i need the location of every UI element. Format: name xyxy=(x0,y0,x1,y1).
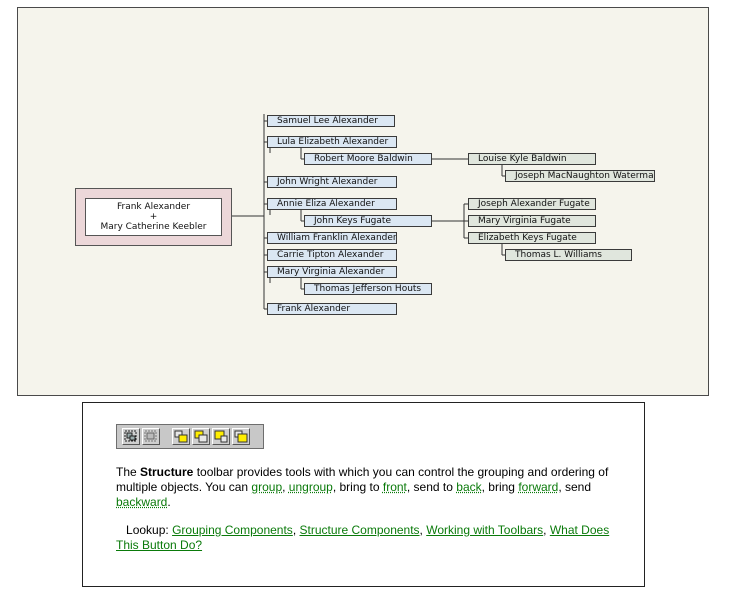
group-button[interactable] xyxy=(122,428,140,445)
backward-link[interactable]: backward xyxy=(116,495,168,509)
root-spouse-name: Mary Catherine Keebler xyxy=(100,222,207,232)
spouse-node[interactable]: Joseph MacNaughton Waterman xyxy=(505,170,655,182)
spouse-node[interactable]: Thomas Jefferson Houts xyxy=(304,283,432,295)
text-run: , bring xyxy=(481,480,519,494)
separator: , xyxy=(419,523,427,537)
person-node[interactable]: Louise Kyle Baldwin xyxy=(468,153,596,165)
text-run: , xyxy=(282,480,289,494)
chart-connectors xyxy=(232,114,505,310)
spouse-node[interactable]: Robert Moore Baldwin xyxy=(304,153,432,165)
front-link[interactable]: front xyxy=(382,480,407,494)
text-run: , bring to xyxy=(332,480,383,494)
lookup-link-what-does-this-button-do[interactable]: What Does This Button Do? xyxy=(116,523,610,552)
person-node[interactable]: Lula Elizabeth Alexander xyxy=(267,136,397,148)
bring-to-front-icon xyxy=(174,430,188,443)
text-run: . xyxy=(167,495,171,509)
lookup-paragraph: Lookup: Grouping Components, Structure C… xyxy=(116,523,616,553)
root-person-name: Frank Alexander xyxy=(116,202,191,212)
group-link[interactable]: group xyxy=(251,480,283,494)
text-run: The xyxy=(116,465,141,479)
toolbar-name: Structure xyxy=(140,465,194,479)
person-node[interactable]: Annie Eliza Alexander xyxy=(267,198,397,210)
ungroup-icon xyxy=(144,430,157,442)
forward-link[interactable]: forward xyxy=(518,480,559,494)
lookup-label: Lookup: xyxy=(126,523,173,537)
help-text: The Structure toolbar provides tools wit… xyxy=(116,465,616,553)
lookup-link-working-with-toolbars[interactable]: Working with Toolbars xyxy=(426,523,544,537)
root-couple-box[interactable]: Frank Alexander + Mary Catherine Keebler xyxy=(75,188,232,246)
bring-forward-icon xyxy=(214,430,228,443)
separator: , xyxy=(292,523,300,537)
lookup-link-structure-components[interactable]: Structure Components xyxy=(299,523,420,537)
person-node[interactable]: Samuel Lee Alexander xyxy=(267,115,395,127)
send-to-back-button[interactable] xyxy=(192,428,210,445)
person-node[interactable]: Carrie Tipton Alexander xyxy=(267,249,397,261)
bring-to-front-button[interactable] xyxy=(172,428,190,445)
person-node[interactable]: Mary Virginia Fugate xyxy=(468,215,596,227)
family-chart-canvas: Frank Alexander + Mary Catherine Keebler… xyxy=(17,7,709,396)
bring-forward-button[interactable] xyxy=(212,428,230,445)
help-panel: The Structure toolbar provides tools wit… xyxy=(82,402,645,587)
person-node[interactable]: William Franklin Alexander xyxy=(267,232,397,244)
group-icon xyxy=(124,430,137,442)
person-node[interactable]: John Wright Alexander xyxy=(267,176,397,188)
person-node[interactable]: Joseph Alexander Fugate xyxy=(468,198,596,210)
text-run: , send to xyxy=(406,480,457,494)
person-node[interactable]: Frank Alexander xyxy=(267,303,397,315)
description-paragraph: The Structure toolbar provides tools wit… xyxy=(116,465,616,510)
root-couple-label: Frank Alexander + Mary Catherine Keebler xyxy=(85,198,222,236)
send-backward-icon xyxy=(234,430,248,443)
person-node[interactable]: Elizabeth Keys Fugate xyxy=(468,232,596,244)
text-run: , send xyxy=(558,480,592,494)
structure-toolbar xyxy=(116,424,264,449)
lookup-link-grouping-components[interactable]: Grouping Components xyxy=(172,523,293,537)
back-link[interactable]: back xyxy=(456,480,482,494)
text-run: toolbar provides tools with which you ca… xyxy=(116,465,609,494)
spouse-node[interactable]: Thomas L. Williams xyxy=(505,249,632,261)
ungroup-button[interactable] xyxy=(142,428,160,445)
root-plus-sign: + xyxy=(149,212,158,222)
spouse-node[interactable]: John Keys Fugate xyxy=(304,215,432,227)
ungroup-link[interactable]: ungroup xyxy=(288,480,333,494)
send-backward-button[interactable] xyxy=(232,428,250,445)
send-to-back-icon xyxy=(194,430,208,443)
person-node[interactable]: Mary Virginia Alexander xyxy=(267,266,397,278)
separator: , xyxy=(543,523,550,537)
